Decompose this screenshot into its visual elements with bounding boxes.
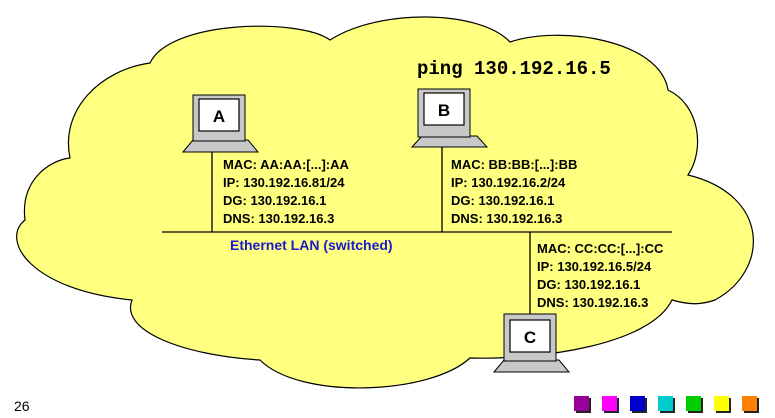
nav-square-5[interactable] bbox=[686, 396, 703, 413]
host-b-dg: DG: 130.192.16.1 bbox=[451, 193, 555, 208]
computer-c-icon: C bbox=[492, 313, 571, 373]
host-b-dns: DNS: 130.192.16.3 bbox=[451, 211, 563, 226]
nav-square-2[interactable] bbox=[602, 396, 619, 413]
host-b-ip: IP: 130.192.16.2/24 bbox=[451, 175, 566, 190]
network-cloud bbox=[16, 16, 754, 389]
computer-a-label: A bbox=[213, 107, 225, 126]
computer-c-label: C bbox=[524, 328, 536, 347]
nav-square-6[interactable] bbox=[714, 396, 731, 413]
nav-square-1[interactable] bbox=[574, 396, 591, 413]
nav-squares bbox=[574, 396, 759, 413]
nav-square-7[interactable] bbox=[742, 396, 759, 413]
computer-b-label: B bbox=[438, 101, 450, 120]
host-a-dg: DG: 130.192.16.1 bbox=[223, 193, 327, 208]
host-c-mac: MAC: CC:CC:[...]:CC bbox=[537, 241, 664, 256]
host-c-dg: DG: 130.192.16.1 bbox=[537, 277, 641, 292]
host-a-mac: MAC: AA:AA:[...]:AA bbox=[223, 157, 349, 172]
host-c-ip: IP: 130.192.16.5/24 bbox=[537, 259, 652, 274]
computer-b-icon: B bbox=[410, 88, 489, 148]
computer-a-icon: A bbox=[181, 94, 260, 153]
host-a-dns: DNS: 130.192.16.3 bbox=[223, 211, 335, 226]
lan-label: Ethernet LAN (switched) bbox=[230, 237, 393, 253]
nav-square-4[interactable] bbox=[658, 396, 675, 413]
host-c-dns: DNS: 130.192.16.3 bbox=[537, 295, 649, 310]
nav-square-3[interactable] bbox=[630, 396, 647, 413]
page-number: 26 bbox=[14, 398, 30, 414]
host-b-mac: MAC: BB:BB:[...]:BB bbox=[451, 157, 578, 172]
host-a-config: MAC: AA:AA:[...]:AA IP: 130.192.16.81/24… bbox=[223, 156, 349, 228]
host-a-ip: IP: 130.192.16.81/24 bbox=[223, 175, 345, 190]
host-b-config: MAC: BB:BB:[...]:BB IP: 130.192.16.2/24 … bbox=[451, 156, 577, 228]
host-c-config: MAC: CC:CC:[...]:CC IP: 130.192.16.5/24 … bbox=[537, 240, 663, 312]
ping-command: ping 130.192.16.5 bbox=[417, 58, 611, 80]
